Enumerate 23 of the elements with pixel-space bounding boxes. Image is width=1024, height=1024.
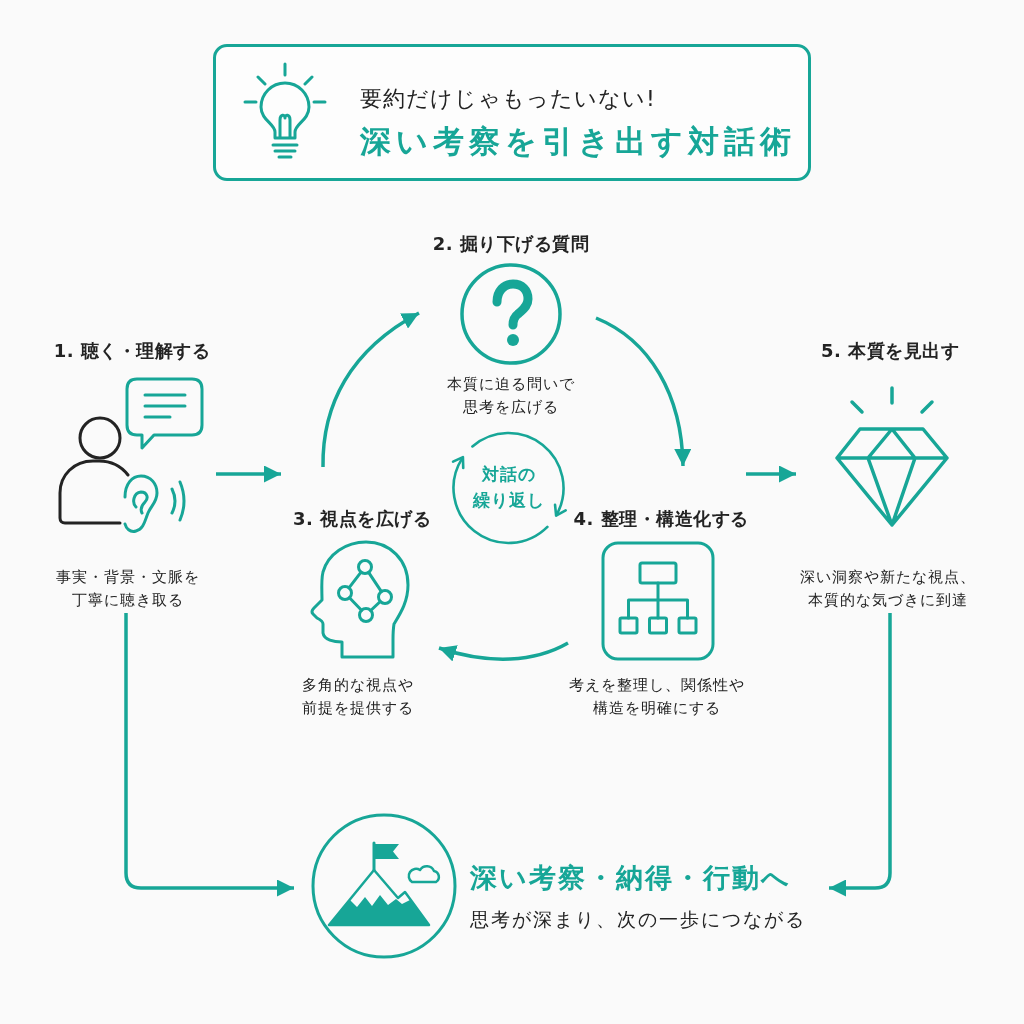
tagline: 要約だけじゃもったいない! xyxy=(360,84,656,113)
step-description: 本質に迫る問いで思考を広げる xyxy=(447,375,575,417)
outcome-description: 思考が深まり、次の一歩につながる xyxy=(470,906,806,932)
arrow xyxy=(746,465,796,483)
step-description: 深い洞察や新たな視点、本質的な気づきに到達 xyxy=(800,568,976,610)
step-description: 多角的な視点や前提を提供する xyxy=(302,676,414,718)
arrow xyxy=(124,613,294,897)
step-description: 考えを整理し、関係性や構造を明確にする xyxy=(569,676,745,718)
arrow xyxy=(438,641,569,662)
arrow xyxy=(829,613,892,897)
step-heading: 2. 掘り下げる質問 xyxy=(432,231,590,255)
cycle-label: 対話の繰り返し xyxy=(473,463,545,512)
banner-title: 深い考察を引き出す対話術 xyxy=(360,122,796,161)
title-banner xyxy=(213,44,811,181)
outcome-heading: 深い考察・納得・行動へ xyxy=(470,860,791,895)
step-heading: 3. 視点を広げる xyxy=(292,506,432,530)
step-heading: 4. 整理・構造化する xyxy=(573,506,749,530)
step-heading: 5. 本質を見出す xyxy=(820,338,960,362)
arrow xyxy=(216,465,281,483)
arrow xyxy=(321,311,420,468)
step-heading: 1. 聴く・理解する xyxy=(53,338,211,362)
arrow xyxy=(595,316,691,467)
step-description: 事実・背景・文脈を丁寧に聴き取る xyxy=(56,568,200,610)
